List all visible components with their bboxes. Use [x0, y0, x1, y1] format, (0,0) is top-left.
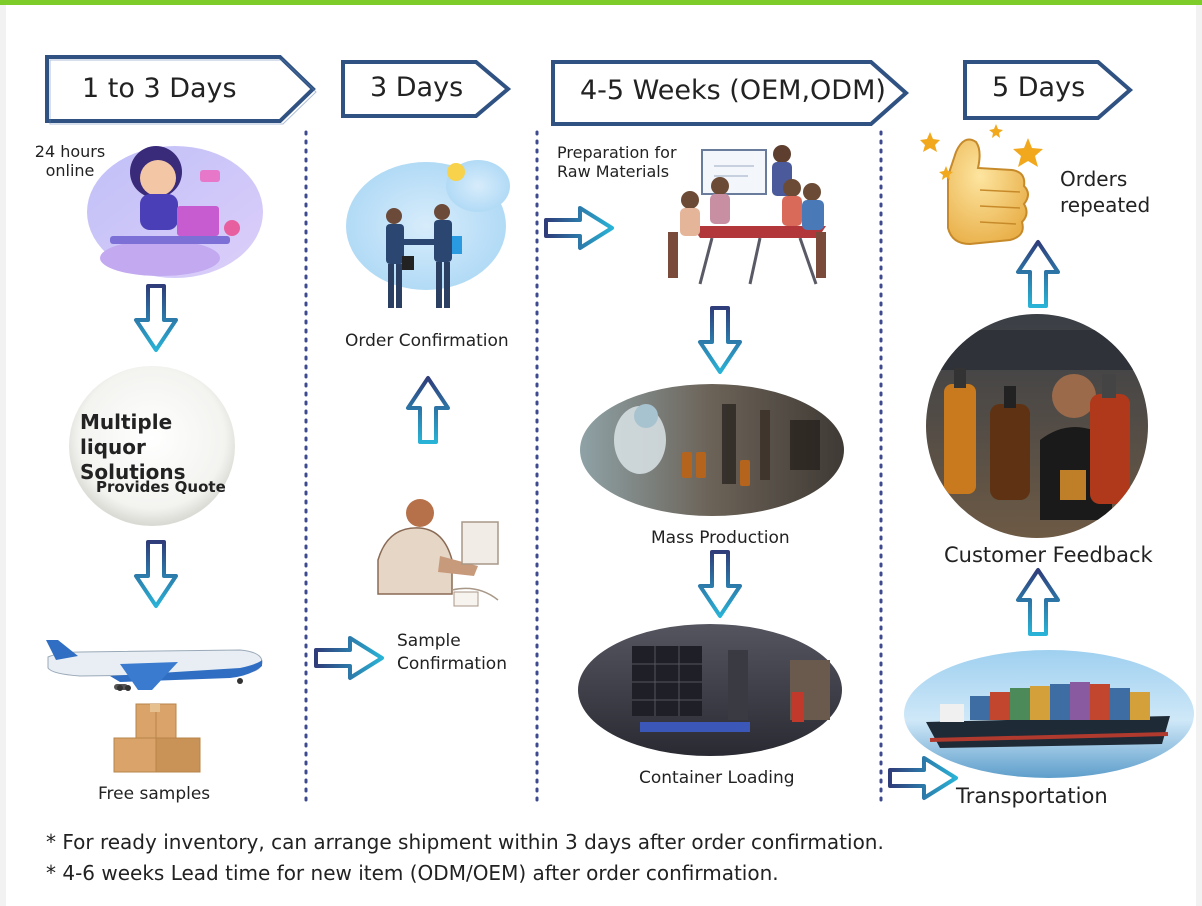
down-arrow-2 [134, 540, 178, 608]
stage-header-1 [45, 55, 317, 125]
footnote-ready-inventory: * For ready inventory, can arrange shipm… [46, 830, 884, 854]
customer-feedback-label: Customer Feedback [944, 543, 1153, 567]
airplane-icon [46, 640, 263, 691]
container-loading-label: Container Loading [639, 768, 795, 788]
footnote-lead-time: * 4-6 weeks Lead time for new item (ODM/… [46, 861, 779, 885]
stage-header-4-label: 5 Days [992, 72, 1086, 103]
boxes-icon [113, 703, 201, 773]
up-arrow-repeat [1016, 240, 1060, 308]
down-arrow-mass [698, 306, 742, 374]
free-samples-label: Free samples [98, 784, 211, 804]
quote-sub-label: Provides Quote [96, 478, 226, 496]
quote-circle [69, 366, 235, 526]
office-worker-illustration [377, 499, 499, 607]
sample-confirmation-label: Sample Confirmation [397, 631, 507, 675]
orders-repeated-label: Orders repeated [1060, 167, 1151, 217]
stage-header-3-label: 4-5 Weeks (OEM,ODM) [580, 75, 886, 106]
up-arrow-feedback [1016, 568, 1060, 636]
cargo-ship-photo [904, 650, 1194, 778]
customer-service-illustration [87, 146, 263, 278]
right-arrow-raw [544, 206, 614, 250]
thumbs-up-icon [920, 124, 1043, 246]
top-accent-bar [0, 0, 1202, 5]
down-arrow-1 [134, 284, 178, 352]
order-confirmation-label: Order Confirmation [345, 331, 509, 351]
stage-header-1-label: 1 to 3 Days [82, 73, 237, 104]
stage-header-4 [963, 60, 1134, 120]
quote-title-label: Multiple liquor Solutions [80, 410, 186, 484]
right-arrow-sample [314, 636, 384, 680]
stage-header-2-label: 3 Days [370, 72, 464, 103]
handshake-illustration [346, 160, 510, 308]
container-photo [578, 624, 842, 756]
transportation-label: Transportation [956, 784, 1108, 808]
stage-header-3 [551, 60, 910, 126]
up-arrow-order [406, 376, 450, 444]
online-support-label: 24 hours online [34, 142, 106, 181]
stage-header-2 [341, 60, 512, 118]
factory-photo [580, 384, 844, 516]
mass-production-label: Mass Production [651, 528, 790, 548]
right-arrow-transport [888, 756, 958, 800]
raw-materials-label: Preparation for Raw Materials [557, 143, 677, 182]
customer-with-bottles-photo [926, 314, 1148, 538]
down-arrow-container [698, 550, 742, 618]
meeting-illustration [668, 145, 826, 285]
